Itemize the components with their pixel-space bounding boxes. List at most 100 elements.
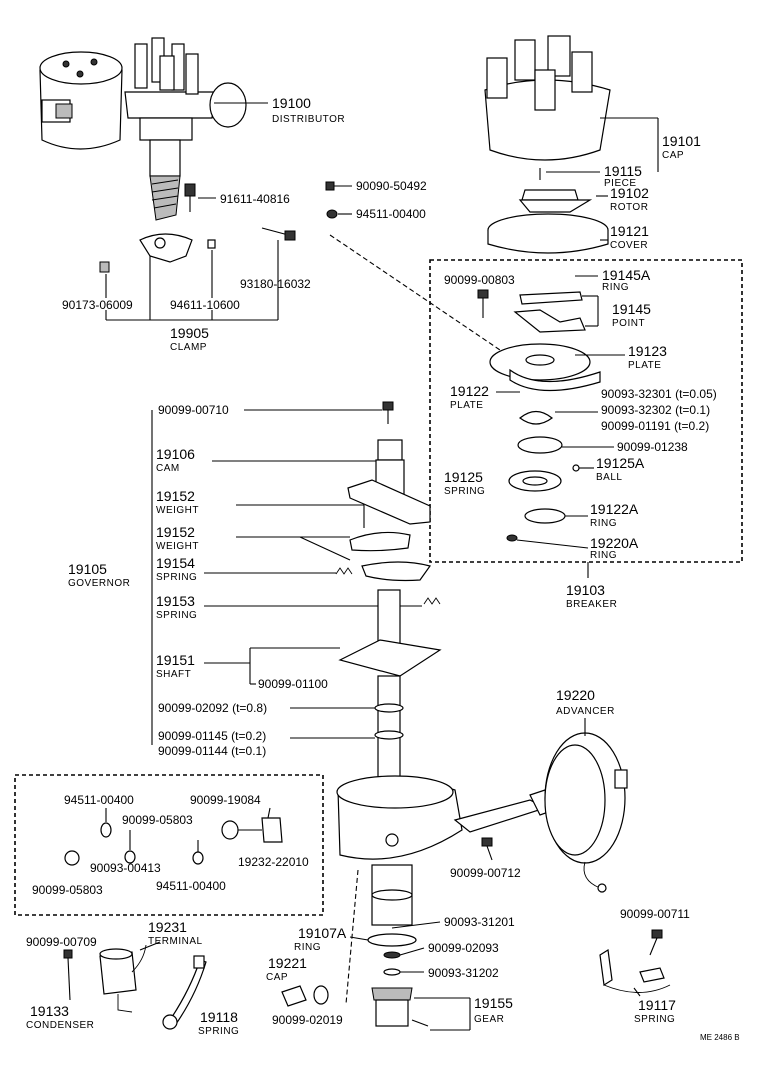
label-19145A: 19145A [602,267,651,283]
label-piece: PIECE [604,178,637,189]
label-ring-19107A: RING [294,942,321,953]
label-weight-b: WEIGHT [156,541,199,552]
label-spring-19118: SPRING [198,1026,239,1037]
label-90099-01144: 90099-01144 (t=0.1) [158,744,266,758]
label-19145: 19145 [612,301,651,317]
label-90099-00803: 90099-00803 [444,273,515,287]
label-19133: 19133 [30,1003,69,1019]
label-90093-31201: 90093-31201 [444,915,515,929]
label-94511-00400-box: 94511-00400 [64,793,134,807]
label-19122A: 19122A [590,501,639,517]
label-90099-19084: 90099-19084 [190,793,261,807]
label-93180-16032: 93180-16032 [240,277,311,291]
label-19118: 19118 [200,1009,238,1025]
label-19101: 19101 [662,133,701,149]
label-90099-00711: 90099-00711 [620,907,690,921]
diagram-code: ME 2486 B [700,1033,740,1042]
label-90099-00710: 90099-00710 [158,403,229,417]
label-90099-01191: 90099-01191 (t=0.2) [601,419,709,433]
label-19102: 19102 [610,185,649,201]
spring-19117-drawing [599,929,671,997]
label-ring-19122A: RING [590,518,617,529]
label-19153: 19153 [156,593,195,609]
label-governor: GOVERNOR [68,578,130,589]
label-cam: CAM [156,463,180,474]
label-19232-22010: 19232-22010 [238,855,309,869]
label-19220: 19220 [556,687,595,703]
label-19125: 19125 [444,469,483,485]
label-90093-31202: 90093-31202 [428,966,499,980]
label-19154: 19154 [156,555,195,571]
label-ball: BALL [596,472,622,483]
label-19151: 19151 [156,652,195,668]
label-plate-19122: PLATE [450,400,483,411]
label-90099-05803-a: 90099-05803 [122,813,193,827]
label-plate-19123: PLATE [628,360,661,371]
label-point: POINT [612,318,645,329]
label-weight-a: WEIGHT [156,505,199,516]
breaker-drawing [477,275,625,549]
label-90099-01238: 90099-01238 [617,440,688,454]
label-19152-b: 19152 [156,524,195,540]
label-90099-02093: 90099-02093 [428,941,499,955]
label-19152-a: 19152 [156,488,195,504]
distributor-drawing [39,37,296,321]
bolt-screw-drawing [325,181,501,351]
label-90173-06009: 90173-06009 [62,298,133,312]
label-19221: 19221 [268,955,307,971]
label-condenser: CONDENSER [26,1020,94,1031]
label-94611-10600: 94611-10600 [170,298,240,312]
label-19107A: 19107A [298,925,347,941]
label-90099-05803-b: 90099-05803 [32,883,103,897]
label-90099-01100: 90099-01100 [258,677,328,691]
hardware-box [14,774,324,916]
label-19117: 19117 [638,997,676,1013]
label-19115: 19115 [604,163,642,179]
label-ring-19220A: RING [590,550,617,561]
label-19220A: 19220A [590,535,639,551]
label-cover: COVER [610,240,648,251]
label-19100: 19100 [272,95,311,111]
label-19905: 19905 [170,325,209,341]
breaker-box [429,259,743,563]
label-19231: 19231 [148,919,187,935]
housing-advancer-drawing [281,718,628,1031]
label-94511-00400-top: 94511-00400 [356,207,426,221]
label-90099-00712: 90099-00712 [450,866,521,880]
label-91611-40816: 91611-40816 [220,192,290,206]
label-90090-50492: 90090-50492 [356,179,427,193]
label-advancer: ADVANCER [556,706,615,717]
label-90093-32301: 90093-32301 (t=0.05) [601,387,717,401]
label-cap-19221: CAP [266,972,288,983]
label-clamp: CLAMP [170,342,207,353]
label-cap: CAP [662,150,684,161]
label-19105: 19105 [68,561,107,577]
label-spring-19154: SPRING [156,572,197,583]
label-19123: 19123 [628,343,667,359]
condenser-spring-drawing [63,941,207,1030]
label-90093-32302: 90093-32302 (t=0.1) [601,403,710,417]
label-90099-01145: 90099-01145 (t=0.2) [158,729,266,743]
label-terminal: TERMINAL [148,936,203,947]
label-shaft: SHAFT [156,669,191,680]
label-breaker: BREAKER [566,599,617,610]
label-rotor: ROTOR [610,202,648,213]
label-19106: 19106 [156,446,195,462]
cap-rotor-cover-drawing [484,35,659,254]
label-spring-19153: SPRING [156,610,197,621]
hardware-drawing [64,807,283,866]
label-distributor: DISTRIBUTOR [272,114,345,125]
label-90099-02092: 90099-02092 (t=0.8) [158,701,267,715]
label-19125A: 19125A [596,455,645,471]
label-90099-02019: 90099-02019 [272,1013,343,1027]
label-spring-19125: SPRING [444,486,485,497]
label-19122: 19122 [450,383,489,399]
label-90099-00709: 90099-00709 [26,935,97,949]
label-90093-00413: 90093-00413 [90,861,161,875]
label-19155: 19155 [474,995,513,1011]
label-19103: 19103 [566,582,605,598]
label-spring-19117: SPRING [634,1014,675,1025]
label-ring-19145A: RING [602,282,629,293]
label-19121: 19121 [610,223,649,239]
